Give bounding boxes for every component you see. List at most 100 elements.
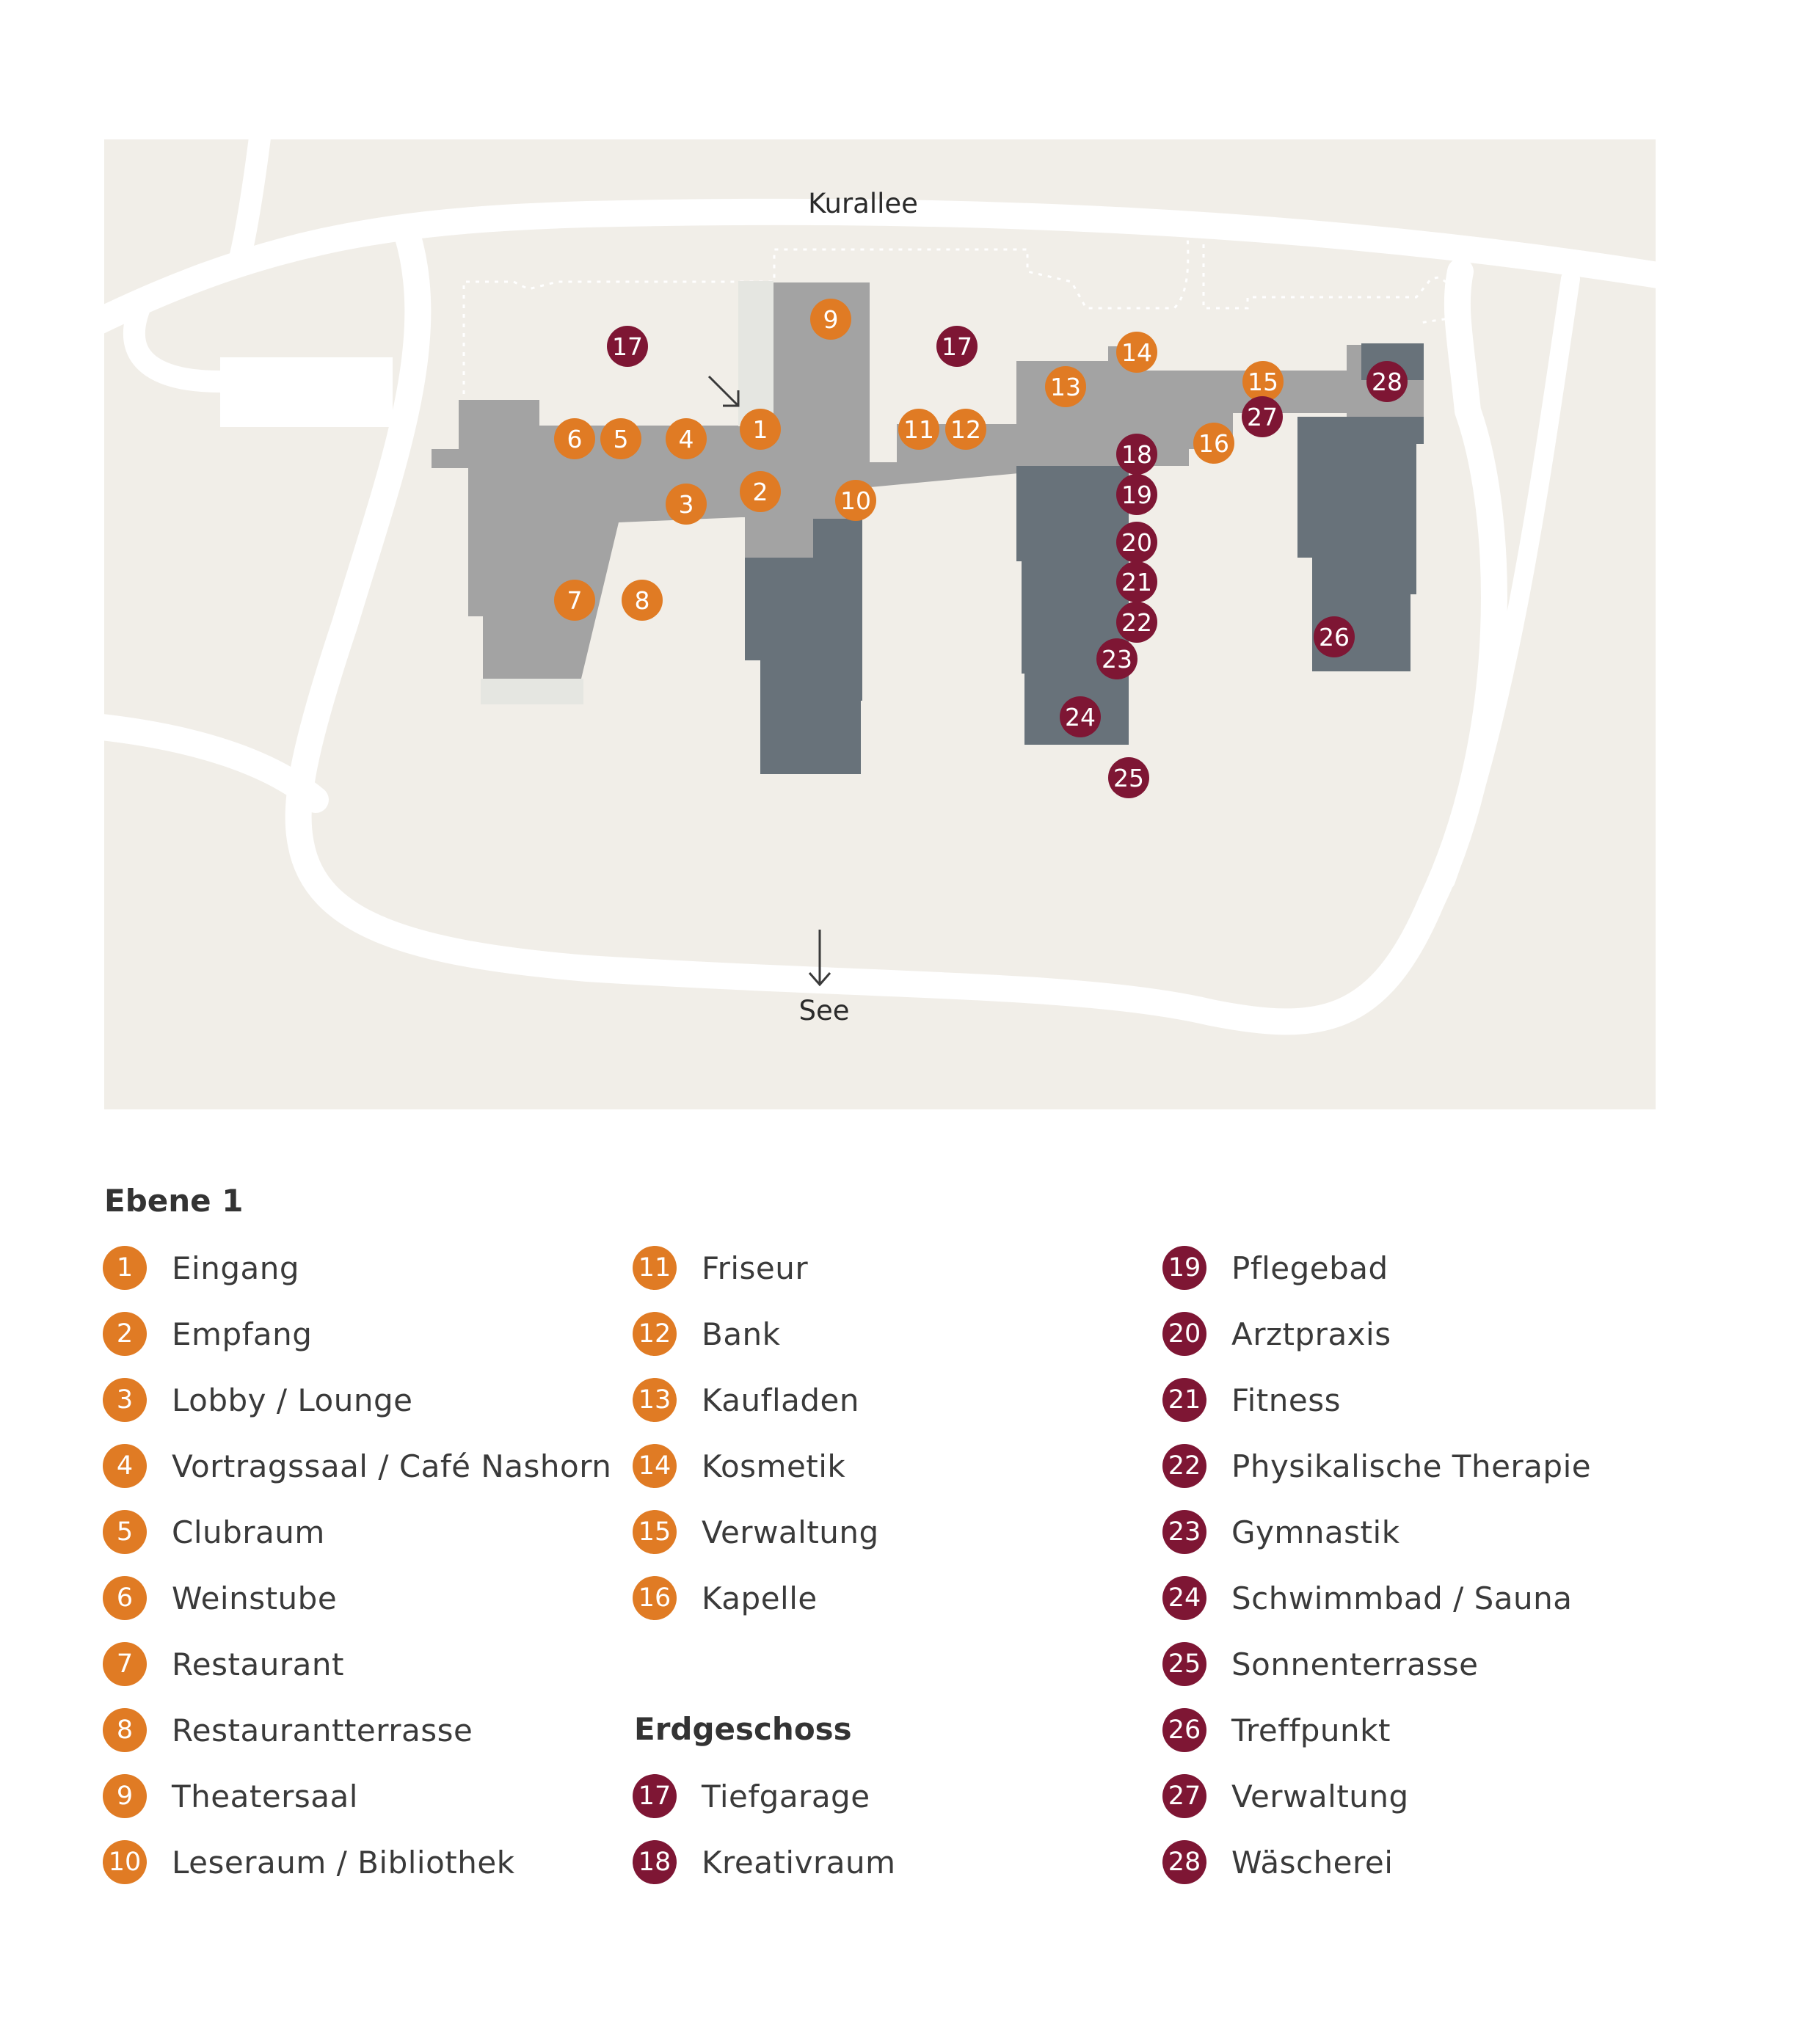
legend-label: Theatersaal xyxy=(172,1778,358,1814)
legend-badge: 2 xyxy=(103,1312,147,1356)
map-marker-number: 21 xyxy=(1121,568,1152,597)
map-marker-23: 23 xyxy=(1096,638,1138,679)
map-marker-14: 14 xyxy=(1116,332,1157,373)
legend-label: Clubraum xyxy=(172,1514,325,1550)
legend-badge: 20 xyxy=(1162,1312,1206,1356)
map-marker-circle xyxy=(1045,366,1086,407)
map-marker-circle xyxy=(1060,696,1101,737)
map-marker-circle xyxy=(622,580,663,621)
legend-item-20: 20 Arztpraxis xyxy=(1162,1310,1391,1357)
map-marker-circle xyxy=(945,409,986,450)
legend-label: Empfang xyxy=(172,1316,313,1352)
legend-label: Verwaltung xyxy=(1231,1778,1409,1814)
legend-item-2: 2 Empfang xyxy=(103,1310,312,1357)
lake-arrow xyxy=(808,930,831,987)
legend-badge: 26 xyxy=(1162,1708,1206,1752)
map-marker-27: 27 xyxy=(1242,396,1283,437)
legend-badge: 22 xyxy=(1162,1444,1206,1488)
legend-badge: 9 xyxy=(103,1774,147,1818)
map-marker-3: 3 xyxy=(666,484,707,525)
map-marker-number: 14 xyxy=(1121,338,1152,367)
map-marker-number: 17 xyxy=(942,332,972,361)
map-marker-circle xyxy=(1108,757,1149,798)
map-marker-number: 24 xyxy=(1065,703,1096,732)
map-marker-number: 7 xyxy=(567,586,583,615)
map-marker-25: 25 xyxy=(1108,757,1149,798)
road-kurallee xyxy=(104,198,1656,334)
road-north-link xyxy=(228,139,271,275)
map-marker-number: 17 xyxy=(612,332,643,361)
map-marker-circle xyxy=(600,418,641,459)
legend-label: Kosmetik xyxy=(702,1448,846,1484)
legend-badge: 28 xyxy=(1162,1840,1206,1884)
legend-badge: 24 xyxy=(1162,1576,1206,1620)
map-marker-number: 25 xyxy=(1113,764,1144,792)
road-loop-east xyxy=(1436,269,1580,890)
map-marker-7: 7 xyxy=(554,580,595,621)
map-marker-circle xyxy=(810,299,851,340)
legend-badge: 21 xyxy=(1162,1378,1206,1422)
map-marker-number: 27 xyxy=(1247,403,1278,431)
map-marker-number: 10 xyxy=(840,486,871,515)
map-marker-number: 3 xyxy=(679,490,694,519)
legend-badge: 17 xyxy=(633,1774,677,1818)
map-marker-number: 1 xyxy=(753,415,768,444)
map-marker-circle xyxy=(1242,396,1283,437)
legend-item-5: 5 Clubraum xyxy=(103,1509,325,1555)
map-marker-number: 20 xyxy=(1121,528,1152,557)
legend-badge: 4 xyxy=(103,1444,147,1488)
map-marker-circle xyxy=(1193,423,1234,464)
map-marker-circle xyxy=(1116,561,1157,602)
map-marker-11: 11 xyxy=(898,409,939,450)
map-marker-21: 21 xyxy=(1116,561,1157,602)
legend-badge: 1 xyxy=(103,1246,147,1290)
legend-label: Restaurant xyxy=(172,1646,344,1682)
legend-badge: 23 xyxy=(1162,1510,1206,1554)
legend-label: Schwimmbad / Sauna xyxy=(1231,1580,1573,1616)
legend-item-10: 10 Leseraum / Bibliothek xyxy=(103,1839,515,1886)
legend-item-19: 19 Pflegebad xyxy=(1162,1244,1388,1291)
map-marker-circle xyxy=(1096,638,1138,679)
legend-label: Verwaltung xyxy=(702,1514,879,1550)
map-marker-17: 17 xyxy=(607,326,648,367)
map-marker-number: 2 xyxy=(753,478,768,506)
central-wing xyxy=(741,282,1424,558)
map-marker-number: 22 xyxy=(1121,608,1152,637)
legend-badge: 15 xyxy=(633,1510,677,1554)
legend-badge: 19 xyxy=(1162,1246,1206,1290)
legend-label: Leseraum / Bibliothek xyxy=(172,1844,515,1881)
map-marker-circle xyxy=(1242,361,1284,402)
legend-badge: 3 xyxy=(103,1378,147,1422)
map-marker-number: 26 xyxy=(1319,623,1350,652)
map-marker-number: 11 xyxy=(903,415,934,444)
legend-badge: 10 xyxy=(103,1840,147,1884)
legend-badge: 6 xyxy=(103,1576,147,1620)
legend-label: Arztpraxis xyxy=(1231,1316,1391,1352)
west-wing xyxy=(432,400,741,679)
property-outline xyxy=(462,234,1469,404)
legend-badge: 5 xyxy=(103,1510,147,1554)
street-label-kurallee: Kurallee xyxy=(808,188,918,219)
map-marker-9: 9 xyxy=(810,299,851,340)
entrance-bridge xyxy=(220,357,393,427)
legend-item-24: 24 Schwimmbad / Sauna xyxy=(1162,1575,1573,1622)
legend-label: Pflegebad xyxy=(1231,1250,1388,1286)
map-marker-number: 12 xyxy=(950,415,981,444)
legend-badge: 18 xyxy=(633,1840,677,1884)
map-marker-15: 15 xyxy=(1242,361,1284,402)
map-marker-5: 5 xyxy=(600,418,641,459)
legend-label: Bank xyxy=(702,1316,781,1352)
theater-forecourt xyxy=(738,281,774,426)
legend-badge: 16 xyxy=(633,1576,677,1620)
